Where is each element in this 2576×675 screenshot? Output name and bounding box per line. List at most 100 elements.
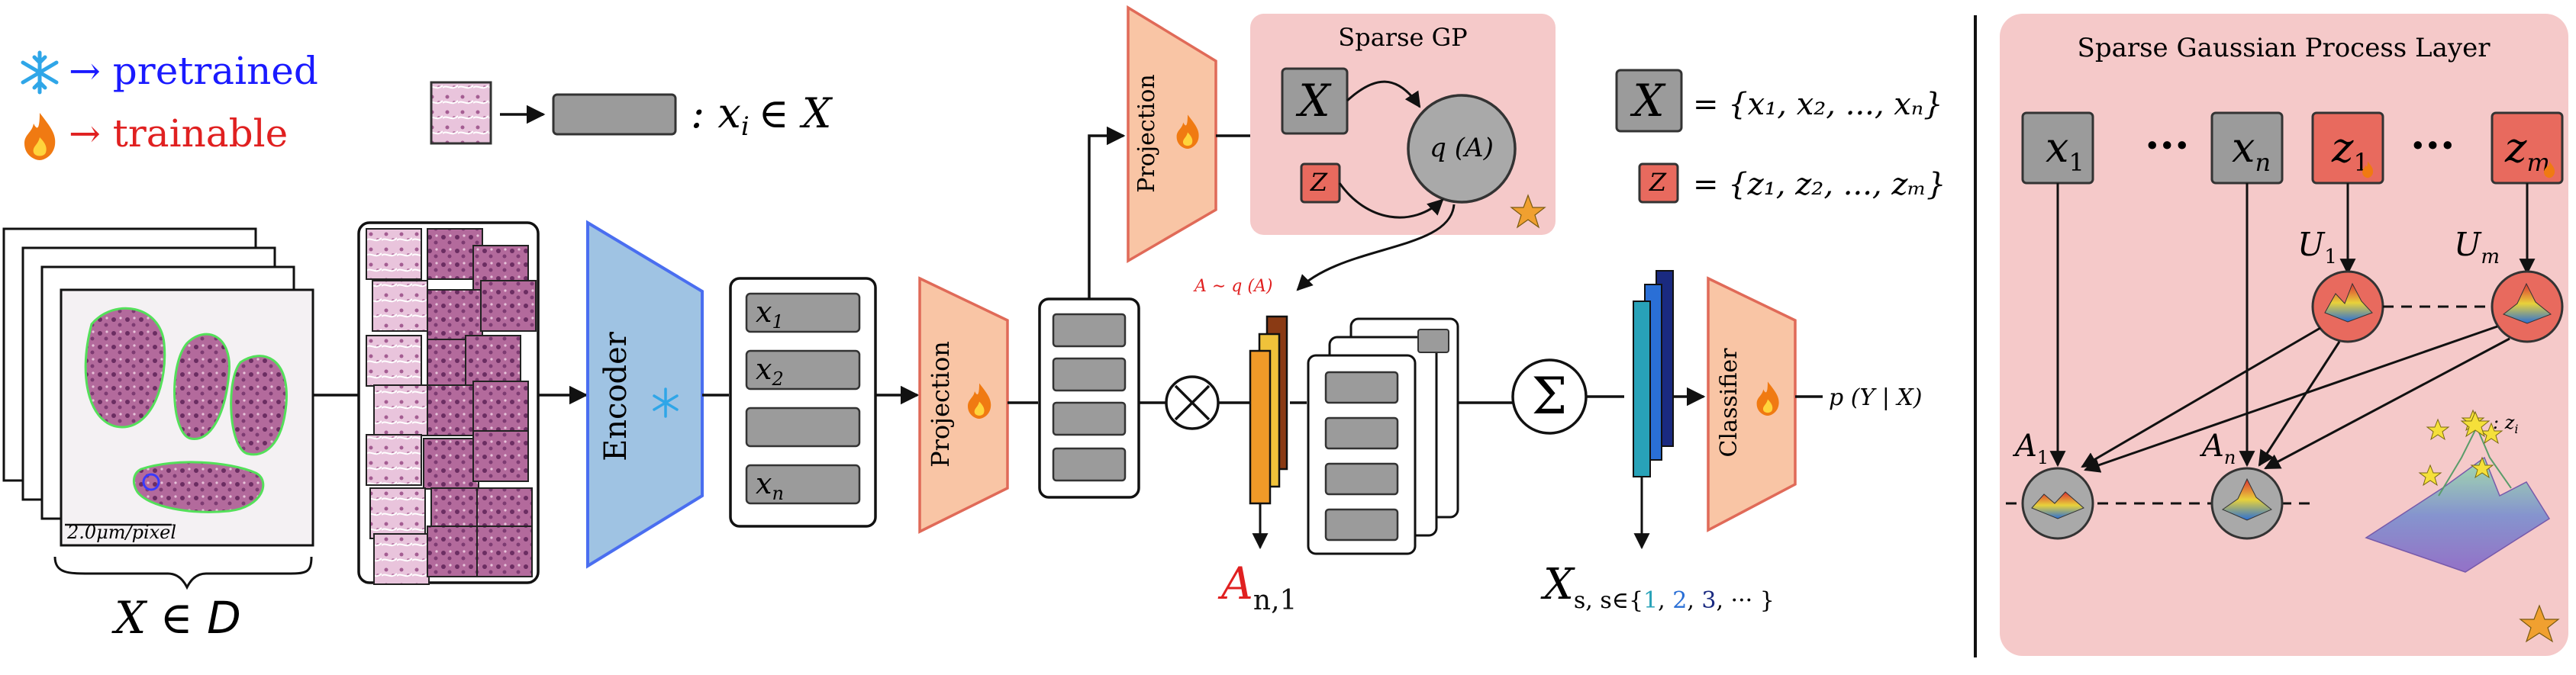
gp-edge	[1338, 182, 1444, 219]
patch-tile	[369, 487, 426, 539]
snowflake-icon	[21, 50, 59, 95]
flame-icon	[24, 113, 56, 160]
tissue-region	[84, 307, 166, 429]
gp-surface-plot	[2365, 456, 2551, 573]
projected-list	[1038, 297, 1140, 499]
patch-tile	[373, 384, 430, 436]
tissue-region	[230, 355, 288, 456]
output-label: p (Y | X)	[1829, 384, 1923, 411]
patch-tile	[373, 533, 430, 585]
projection-label: Projection	[926, 341, 955, 468]
sgp-layer-panel: Sparse Gaussian Process Layer x1 ··· xn …	[2000, 14, 2568, 656]
sgp-input-label: x1	[2046, 124, 2084, 177]
sparse-gp-title: Sparse GP	[1338, 23, 1467, 52]
sparse-gp-panel: Sparse GP X Z q (A)	[1250, 14, 1556, 235]
patch-tile	[423, 438, 479, 490]
patch-tile	[427, 289, 483, 341]
patch-tile	[476, 526, 533, 577]
attention-output-label: An,1	[1217, 558, 1297, 616]
embedding-label: x1	[756, 295, 784, 333]
sgp-input-label: xn	[2232, 124, 2271, 177]
patch-tiles	[366, 228, 537, 585]
gp-z-label: Z	[1310, 168, 1328, 197]
classifier-block: Classifier	[1707, 276, 1797, 532]
patch-tile	[480, 280, 537, 332]
patch-grid	[357, 221, 540, 585]
patch-tile	[366, 434, 422, 486]
sgp-a-label: A1	[2012, 429, 2049, 468]
flame-icon	[2544, 161, 2555, 178]
patch-tile	[465, 335, 521, 387]
legend-frozen-label: → pretrained	[69, 49, 318, 93]
encoder-label: Encoder	[598, 331, 634, 461]
patch-tile	[366, 335, 422, 387]
weighted-stack	[1307, 317, 1459, 555]
scale-label: 2.0μm/pixel	[66, 522, 176, 543]
tissue-region	[173, 333, 231, 440]
def-x-box-label: X	[1630, 75, 1666, 127]
def-x-set: = {x₁, x₂, ..., xₙ}	[1693, 87, 1943, 122]
def-z-box-label: Z	[1649, 168, 1667, 197]
sgp-dots: ···	[2145, 121, 2190, 171]
gp-posterior-node	[1407, 94, 1517, 204]
sample-edge	[1296, 204, 1456, 291]
embedding-item	[745, 407, 861, 448]
legend-patch-thumbnail	[430, 81, 492, 145]
gp-x-box	[1281, 67, 1349, 135]
sgp-u-label: U1	[2297, 226, 2337, 268]
sgp-layer-title: Sparse Gaussian Process Layer	[2078, 33, 2491, 63]
sum-symbol: Σ	[1532, 367, 1568, 426]
top-projection-block: Projection	[1127, 5, 1217, 264]
slide-brace	[53, 556, 313, 590]
slide-repr-stack	[1633, 270, 1674, 477]
legend-patch-relation: : xi∈ X	[691, 89, 833, 142]
projection-block: Projection	[918, 276, 1009, 534]
sgp-a-label: An	[2199, 429, 2236, 468]
def-z-set: = {z₁, z₂, ..., zₘ}	[1693, 167, 1946, 202]
annotation-circle	[142, 473, 160, 491]
embedding-item	[745, 292, 861, 333]
inducing-marker-label: : zi	[2493, 412, 2518, 436]
patch-tile	[366, 228, 422, 280]
flame-icon	[1756, 381, 1779, 416]
embedding-label: x2	[756, 352, 784, 390]
flame-icon	[1176, 114, 1199, 149]
patch-tile	[372, 280, 428, 332]
slide-repr-label: Xs, s∈{1, 2, 3, ··· }	[1540, 560, 1775, 614]
sgp-dots: ···	[2410, 121, 2455, 171]
definitions: X = {x₁, x₂, ..., xₙ} Z = {z₁, z₂, ..., …	[1615, 69, 1946, 204]
star-icon	[2519, 604, 2560, 643]
gp-x-label: X	[1295, 75, 1332, 127]
tissue-region	[132, 461, 265, 513]
patch-tile	[427, 526, 483, 577]
classifier-label: Classifier	[1716, 348, 1743, 458]
patch-tile	[472, 430, 529, 482]
gp-edge	[1346, 80, 1421, 108]
connector	[1088, 126, 1126, 299]
gp-q-label: q (A)	[1430, 133, 1494, 163]
embedding-list: x1 x2 xn	[729, 277, 877, 528]
star-icon	[1510, 194, 1546, 229]
flame-icon	[2362, 161, 2374, 178]
embedding-label: xn	[756, 467, 784, 504]
legend-trainable-label: → trainable	[69, 111, 288, 156]
attention-stack	[1249, 315, 1288, 505]
encoder-block: Encoder	[586, 220, 704, 569]
inducing-marker-legend: : zi	[2460, 410, 2518, 438]
slide-stack: 2.0μm/pixel X ∈ D	[2, 227, 314, 644]
sample-label: A ∼ q (A)	[1193, 277, 1272, 296]
patch-tile	[472, 381, 529, 432]
flame-icon	[968, 383, 991, 419]
embedding-item	[745, 464, 861, 505]
embedding-items: x1 x2 xn	[745, 292, 861, 505]
embedding-item	[745, 349, 861, 391]
legend-embedding-box	[552, 93, 677, 136]
legend: → pretrained → trainable : xi∈ X	[21, 49, 833, 160]
sgp-u-label: Um	[2454, 226, 2500, 268]
sgp-inducing-label: zm	[2504, 124, 2550, 177]
snowflake-icon	[653, 387, 679, 418]
top-projection-label: Projection	[1133, 74, 1160, 192]
slide-caption: X ∈ D	[111, 592, 241, 644]
